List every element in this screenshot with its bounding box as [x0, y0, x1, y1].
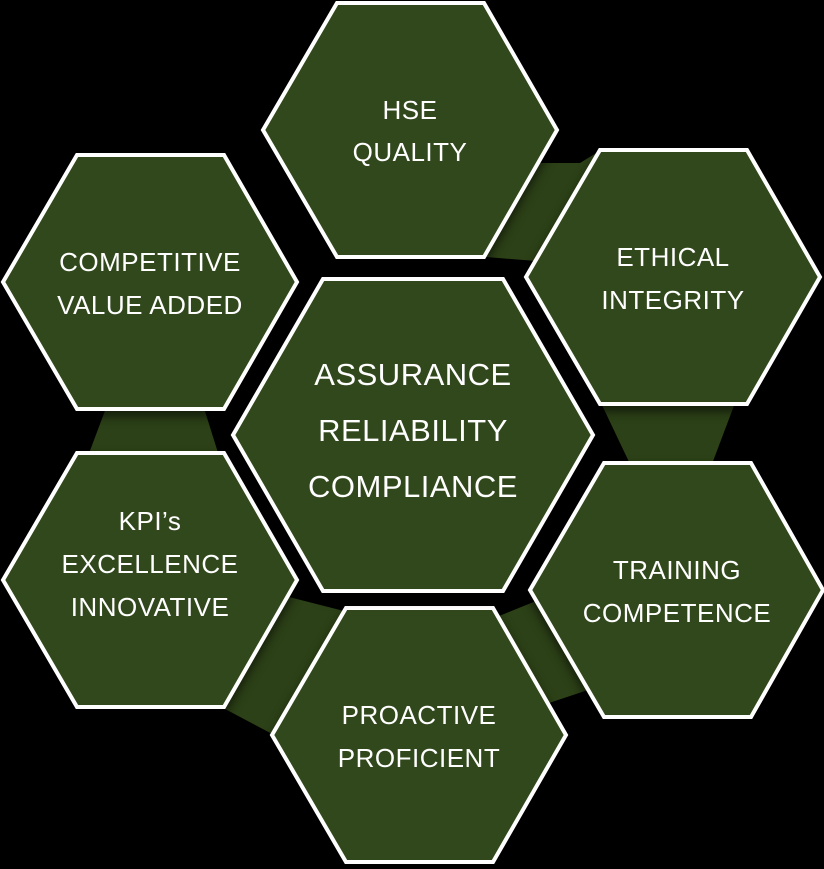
hexagon-bottom-right-label-line-2: COMPETENCE [583, 598, 771, 628]
hexagon-bottom-left-shape [0, 451, 300, 709]
hexagon-bottom-right: TRAINING COMPETENCE [527, 461, 824, 719]
hexagon-center-label-line-2: RELIABILITY [318, 413, 508, 448]
hexagon-bottom-label-line-2: PROFICIENT [338, 743, 500, 773]
hexagon-top-shape [260, 0, 560, 259]
connector-bottom-right [499, 601, 588, 703]
hexagon-top-label-line-2: QUALITY [353, 137, 468, 167]
connector-top-right [486, 152, 598, 261]
hexagon-top: HSE QUALITY [260, 0, 560, 259]
hexagon-top-right-label-line-1: ETHICAL [616, 242, 729, 272]
hexagon-bottom-right-shape [527, 461, 824, 719]
hexagon-center-shape [230, 277, 596, 593]
hexagon-top-left-shape [0, 153, 300, 411]
hexagon-bottom-shape [269, 606, 569, 864]
hexagon-top-left-label-line-1: COMPETITIVE [59, 247, 241, 277]
connector-left [88, 408, 219, 456]
hexagon-center: ASSURANCE RELIABILITY COMPLIANCE [230, 277, 596, 593]
hexagon-bottom-left-label-line-3: INNOVATIVE [71, 592, 230, 622]
connector-right [601, 403, 735, 464]
hexagon-center-label-line-3: COMPLIANCE [308, 469, 518, 504]
connector-bottom-left [225, 597, 344, 736]
hexagon-center-label-line-1: ASSURANCE [314, 357, 511, 392]
hexagon-bottom-left-label-line-1: KPI’s [119, 506, 182, 536]
hexagon-top-left-label-line-2: VALUE ADDED [57, 290, 243, 320]
hexagon-bottom-left-label-line-2: EXCELLENCE [62, 549, 239, 579]
hexagon-top-label-line-1: HSE [383, 95, 438, 125]
hexagon-bottom: PROACTIVE PROFICIENT [269, 606, 569, 864]
hexagon-top-right: ETHICAL INTEGRITY [523, 148, 823, 406]
hexagon-top-left: COMPETITIVE VALUE ADDED [0, 153, 300, 411]
hexagon-bottom-label-line-1: PROACTIVE [342, 700, 497, 730]
hexagon-top-right-label-line-2: INTEGRITY [601, 285, 744, 315]
hexagon-bottom-left: KPI’s EXCELLENCE INNOVATIVE [0, 451, 300, 709]
hexagon-bottom-right-label-line-1: TRAINING [613, 555, 741, 585]
hexagon-top-right-shape [523, 148, 823, 406]
